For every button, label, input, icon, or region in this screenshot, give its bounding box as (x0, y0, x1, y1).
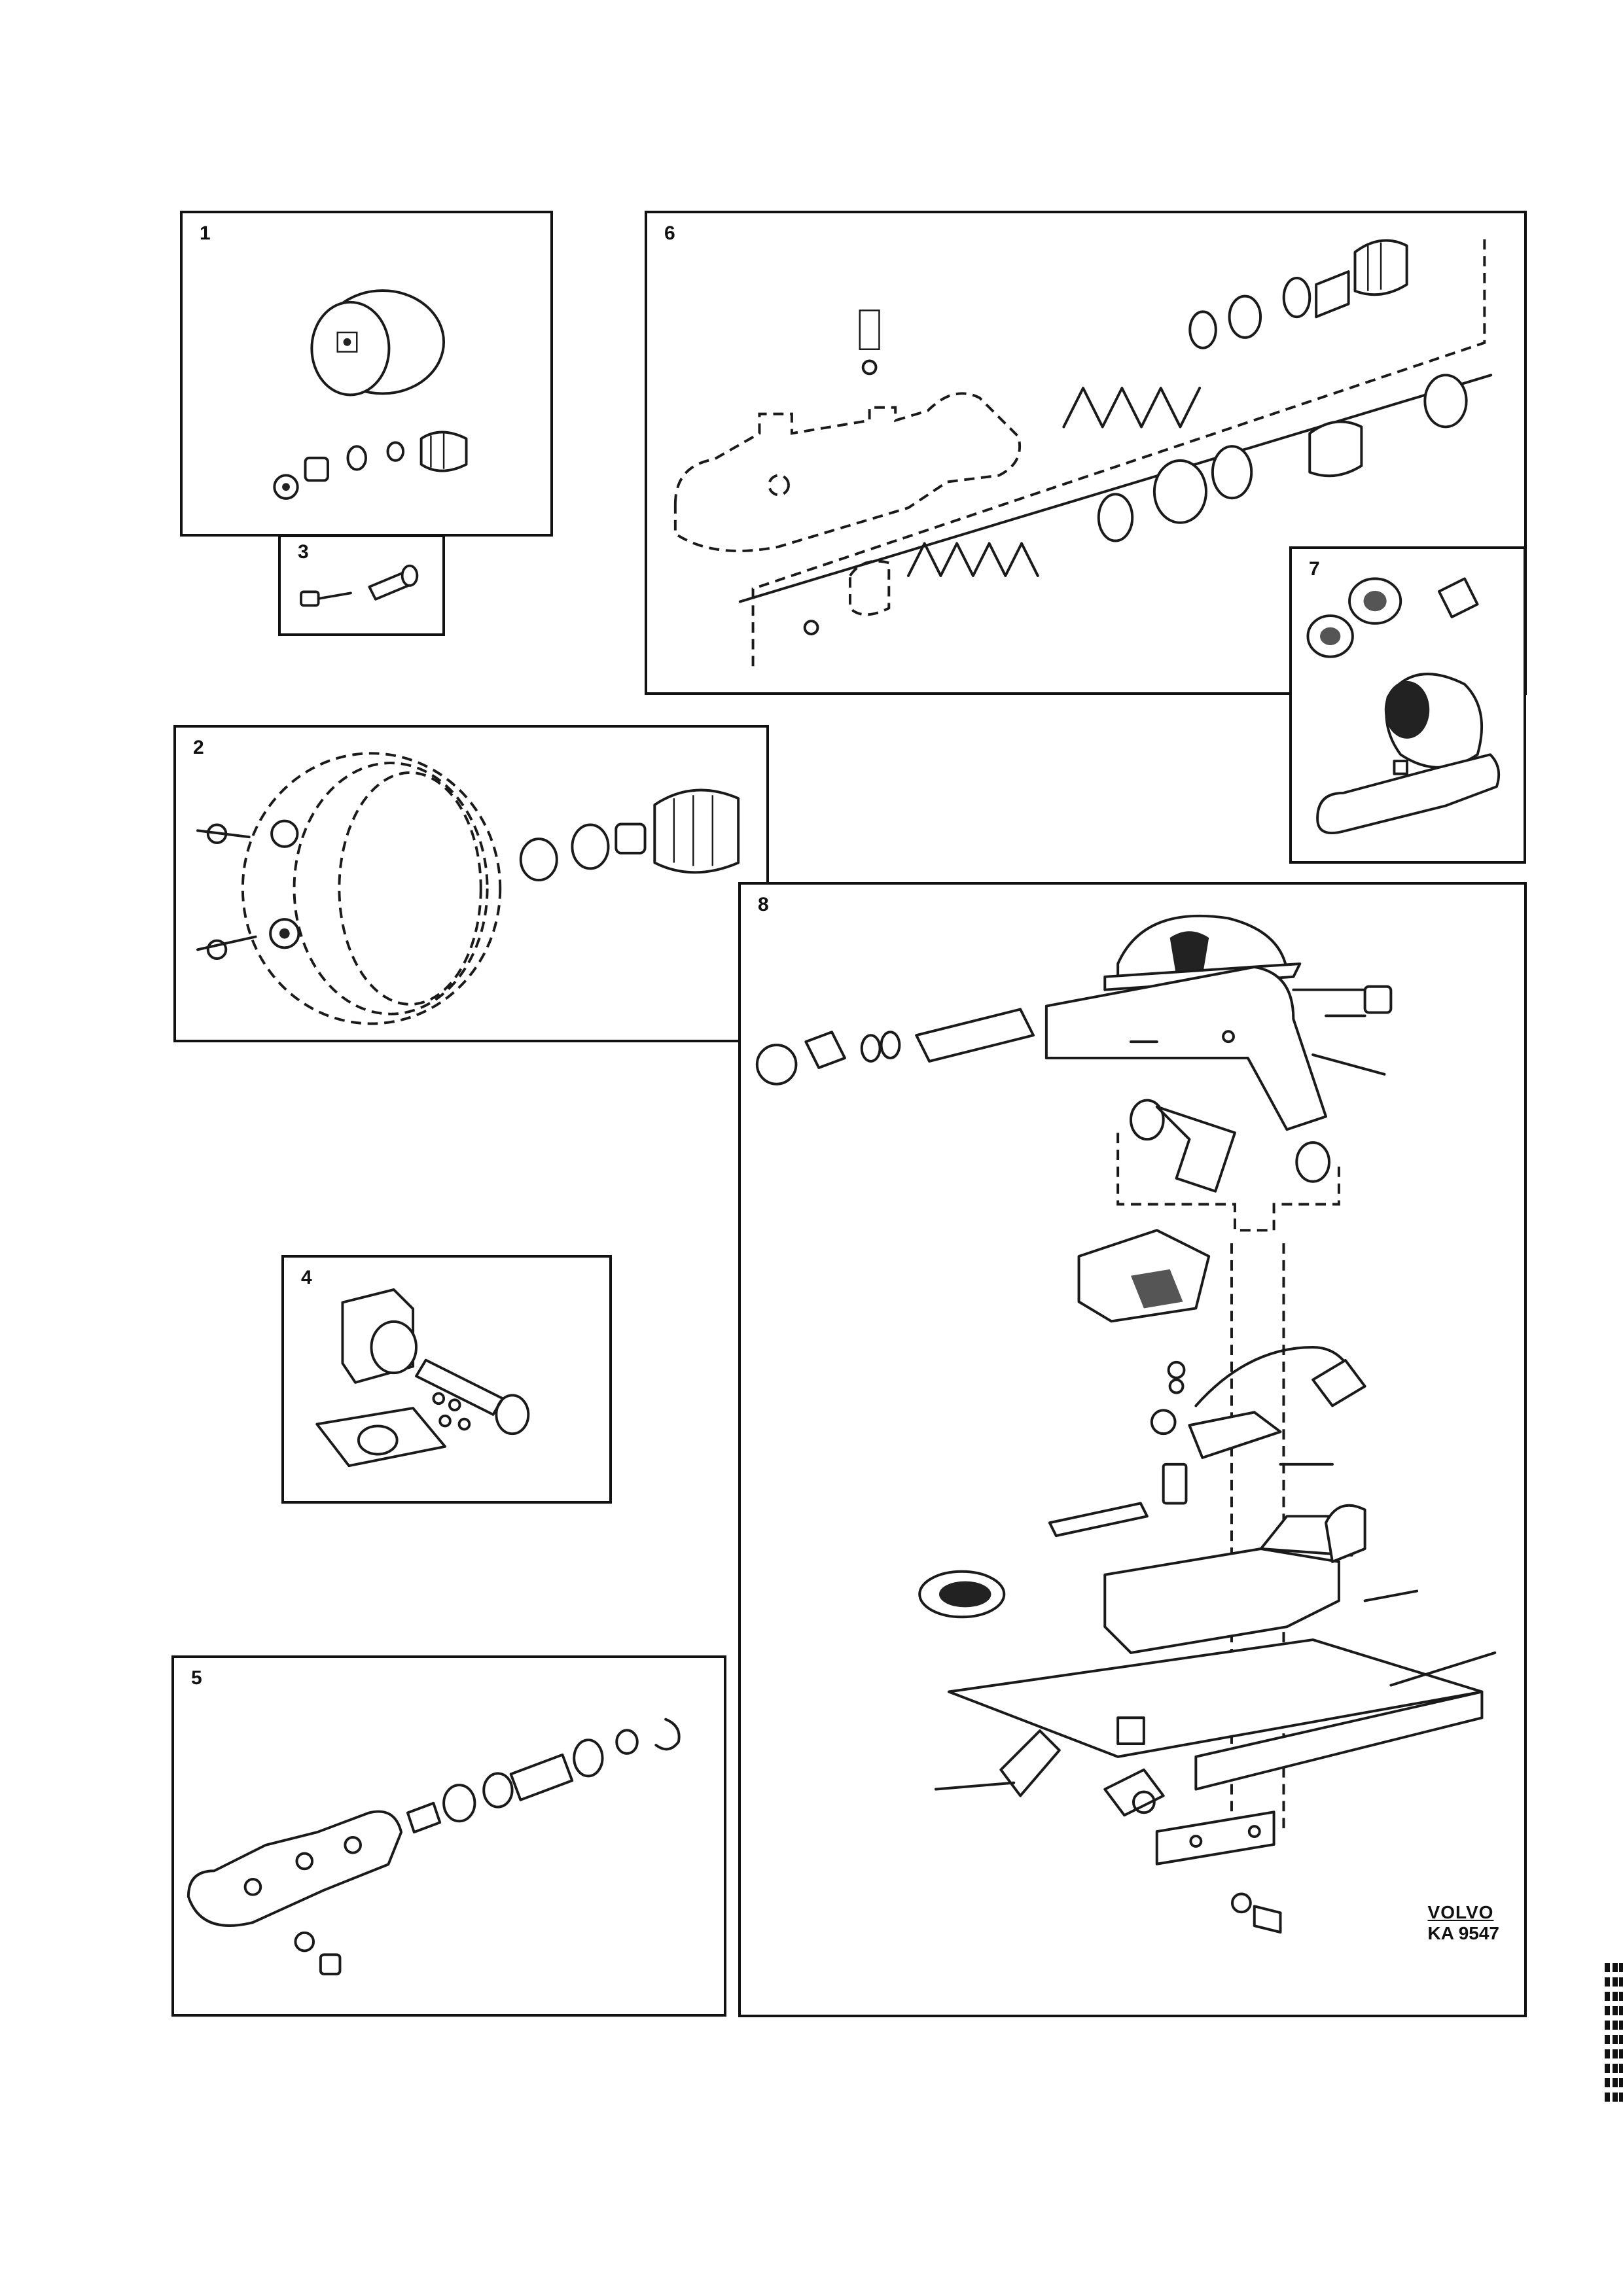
panel-2: 2 (173, 725, 769, 1042)
panel-number: 4 (301, 1267, 312, 1288)
panel-number: 1 (200, 222, 211, 244)
panel-number: 6 (664, 222, 675, 244)
panel-1: 1 (180, 211, 553, 537)
master-cylinder-exploded-drawing (673, 239, 1493, 667)
panel-number: 5 (191, 1667, 202, 1689)
panel-4: 4 (281, 1255, 612, 1504)
panel-number: 7 (1309, 558, 1320, 580)
panel-8: 8 (738, 882, 1527, 2017)
panel-number: 8 (758, 894, 769, 915)
panel-5: 5 (171, 1655, 726, 2017)
valve-assembly-drawing (315, 1288, 530, 1468)
brake-booster-parts-drawing (273, 289, 468, 500)
panel-3: 3 (278, 535, 445, 636)
master-cylinder-small-drawing (187, 1718, 681, 1975)
reference-brand: VOLVO (1427, 1902, 1494, 1922)
cylinder-seal-kit-drawing (1306, 577, 1501, 835)
vacuum-booster-exploded-drawing (196, 752, 740, 1025)
reference-number: KA 9547 (1427, 1923, 1499, 1943)
index-tab-marks-icon (1605, 1963, 1623, 2102)
panel-number: 2 (193, 737, 204, 758)
parking-brake-lever-exploded-drawing (755, 914, 1497, 1934)
reference-code: VOLVO KA 9547 (1428, 1902, 1499, 1944)
pin-and-bolt-drawing (300, 564, 419, 607)
panel-number: 3 (298, 541, 309, 563)
panel-7: 7 (1289, 546, 1526, 864)
